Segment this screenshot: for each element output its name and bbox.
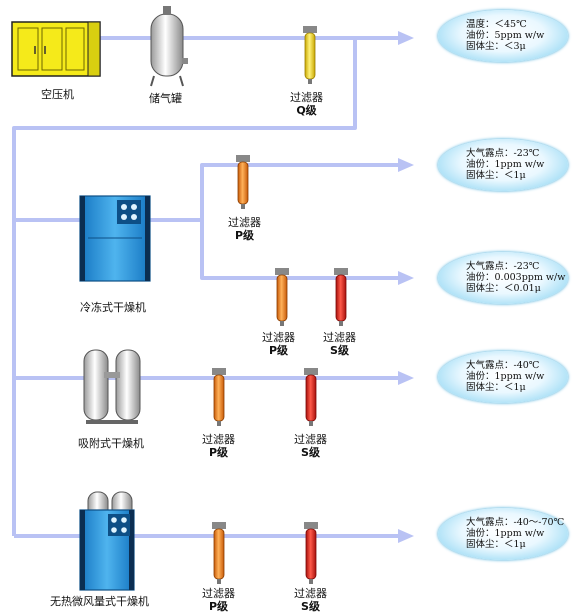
filter-name: 过滤器 [228, 216, 261, 229]
filter-q-graphic [303, 26, 317, 84]
filter-s-graphic-1 [334, 268, 348, 326]
filter-p-label-2: 过滤器 P级 [262, 331, 295, 357]
adsorption-dryer-graphic [83, 349, 141, 424]
output-spec-1: 温度：＜45℃ 油份：5ppm w/w 固体尘：＜3μ [466, 19, 544, 52]
spec-line: 油份：0.003ppm w/w [466, 272, 566, 283]
filter-s-graphic-3 [304, 522, 318, 584]
spec-line: 油份：5ppm w/w [466, 30, 545, 41]
spec-line: 固体尘：＜3μ [466, 41, 526, 52]
filter-grade: S级 [301, 446, 320, 459]
spec-line: 油份：1ppm w/w [466, 371, 545, 382]
filter-grade: P级 [234, 229, 255, 242]
heatless-dryer-graphic [79, 491, 135, 591]
spec-line: 大气露点：-40℃ [466, 360, 540, 371]
arrow-2 [398, 158, 414, 172]
output-spec-2: 大气露点：-23℃ 油份：1ppm w/w 固体尘：＜1μ [466, 148, 544, 181]
output-spec-5: 大气露点：-40～-70℃ 油份：1ppm w/w 固体尘：＜1μ [466, 517, 564, 550]
filter-grade: P级 [208, 600, 229, 613]
heatless-dryer-label: 无热微风量式干燥机 [50, 595, 149, 608]
spec-line: 大气露点：-40～-70℃ [466, 517, 565, 528]
air-compressor-graphic [11, 21, 101, 77]
arrow-3 [398, 271, 414, 285]
filter-p-label-4: 过滤器 P级 [202, 587, 235, 613]
filter-p-label-1: 过滤器 P级 [228, 216, 261, 242]
compressor-label: 空压机 [41, 88, 74, 101]
filter-p-graphic-2 [275, 268, 289, 326]
filter-grade: Q级 [296, 104, 317, 117]
output-spec-4: 大气露点：-40℃ 油份：1ppm w/w 固体尘：＜1μ [466, 360, 544, 393]
filter-grade: P级 [268, 344, 289, 357]
arrow-4 [398, 371, 414, 385]
pipe-refrigerated-branch [200, 220, 400, 280]
spec-line: 固体尘：＜1μ [466, 382, 526, 393]
filter-p-label-3: 过滤器 P级 [202, 433, 235, 459]
filter-p-graphic-3 [212, 368, 226, 426]
spec-line: 温度：＜45℃ [466, 19, 527, 30]
filter-s-label-1: 过滤器 S级 [323, 331, 356, 357]
output-bubble-5: 大气露点：-40～-70℃ 油份：1ppm w/w 固体尘：＜1μ [438, 508, 568, 560]
refrigerated-dryer-graphic [79, 195, 151, 282]
filter-p-graphic-1 [236, 155, 250, 209]
output-bubble-3: 大气露点：-23℃ 油份：0.003ppm w/w 固体尘：＜0.01μ [438, 252, 568, 304]
filter-s-label-3: 过滤器 S级 [294, 587, 327, 613]
adsorption-dryer-label: 吸附式干燥机 [78, 437, 144, 450]
filter-name: 过滤器 [294, 587, 327, 600]
spec-line: 油份：1ppm w/w [466, 159, 545, 170]
spec-line: 油份：1ppm w/w [466, 528, 545, 539]
filter-p-graphic-4 [212, 522, 226, 584]
output-bubble-2: 大气露点：-23℃ 油份：1ppm w/w 固体尘：＜1μ [438, 139, 568, 191]
spec-line: 大气露点：-23℃ [466, 148, 540, 159]
pipe-network [12, 36, 400, 538]
arrow-5 [398, 529, 414, 543]
spec-line: 固体尘：＜1μ [466, 539, 526, 550]
spec-line: 固体尘：＜1μ [466, 170, 526, 181]
filter-name: 过滤器 [202, 587, 235, 600]
filter-name: 过滤器 [294, 433, 327, 446]
pipe-refrigerated-out [150, 163, 400, 222]
tank-label: 储气罐 [149, 92, 182, 105]
spec-line: 固体尘：＜0.01μ [466, 283, 541, 294]
spec-line: 大气露点：-23℃ [466, 261, 540, 272]
output-bubble-4: 大气露点：-40℃ 油份：1ppm w/w 固体尘：＜1μ [438, 351, 568, 403]
filter-grade: P级 [208, 446, 229, 459]
output-spec-3: 大气露点：-23℃ 油份：0.003ppm w/w 固体尘：＜0.01μ [466, 261, 565, 294]
filter-name: 过滤器 [323, 331, 356, 344]
filter-grade: S级 [330, 344, 349, 357]
filter-s-label-2: 过滤器 S级 [294, 433, 327, 459]
filter-q-label: 过滤器 Q级 [290, 91, 323, 117]
arrow-1 [398, 31, 414, 45]
filter-s-graphic-2 [304, 368, 318, 426]
filter-name: 过滤器 [202, 433, 235, 446]
filter-name: 过滤器 [290, 91, 323, 104]
filter-grade: S级 [301, 600, 320, 613]
filter-name: 过滤器 [262, 331, 295, 344]
return-pipe [12, 38, 357, 536]
output-bubble-1: 温度：＜45℃ 油份：5ppm w/w 固体尘：＜3μ [438, 10, 568, 62]
pipe-arrows [398, 31, 414, 543]
refrigerated-dryer-label: 冷冻式干燥机 [80, 301, 146, 314]
air-tank-graphic [150, 6, 188, 87]
